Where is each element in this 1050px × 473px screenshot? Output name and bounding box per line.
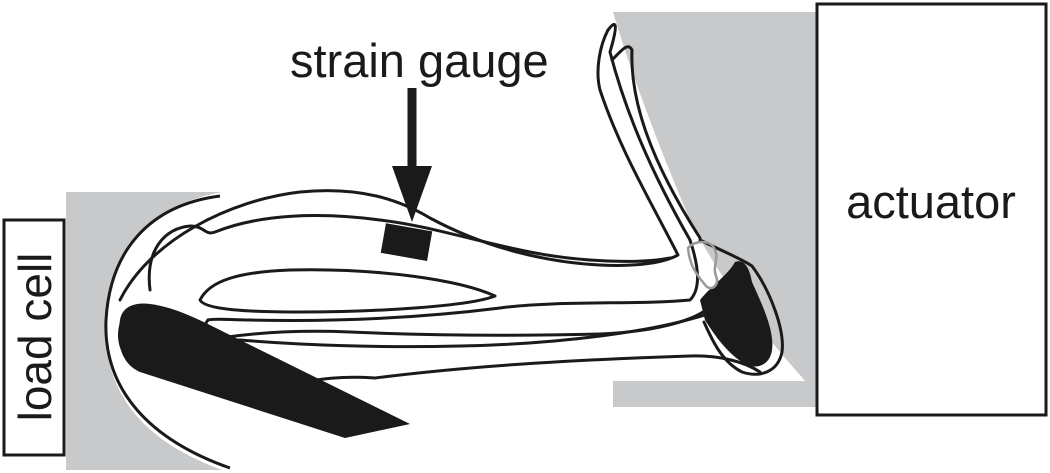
strain-gauge-arrow-head [392,166,432,222]
tail-curve [373,354,762,380]
strain-gauge-sensor [380,223,433,261]
beak-shape [118,303,410,438]
actuator-box [815,2,1048,417]
tail-lower-curve [288,375,377,387]
actuator: actuator [815,2,1048,417]
wing-lower-contour [168,313,707,360]
tissue-outline [686,240,719,290]
wrist-joint [700,261,773,367]
eye-region [118,305,162,365]
ulna-tip [610,45,702,240]
body-outline [104,194,231,470]
load-cell-box [2,218,66,457]
inner-loop-upper [147,214,672,292]
left-clamp-fixture [66,192,222,470]
load-cell-label: load cell [9,253,61,422]
strain-gauge-label: strain gauge [290,34,549,87]
actuator-plate-fixture [613,381,818,407]
actuator-label: actuator [846,175,1016,228]
strain-gauge-group: strain gauge [290,34,549,261]
wing [118,22,784,387]
humerus-lower [206,238,699,322]
head [118,303,410,438]
hand-outline [698,238,784,376]
ulna-upper [606,22,692,242]
load-cell: load cell [2,218,66,457]
wing-outer-contour [118,28,680,302]
inner-oval [198,268,497,314]
